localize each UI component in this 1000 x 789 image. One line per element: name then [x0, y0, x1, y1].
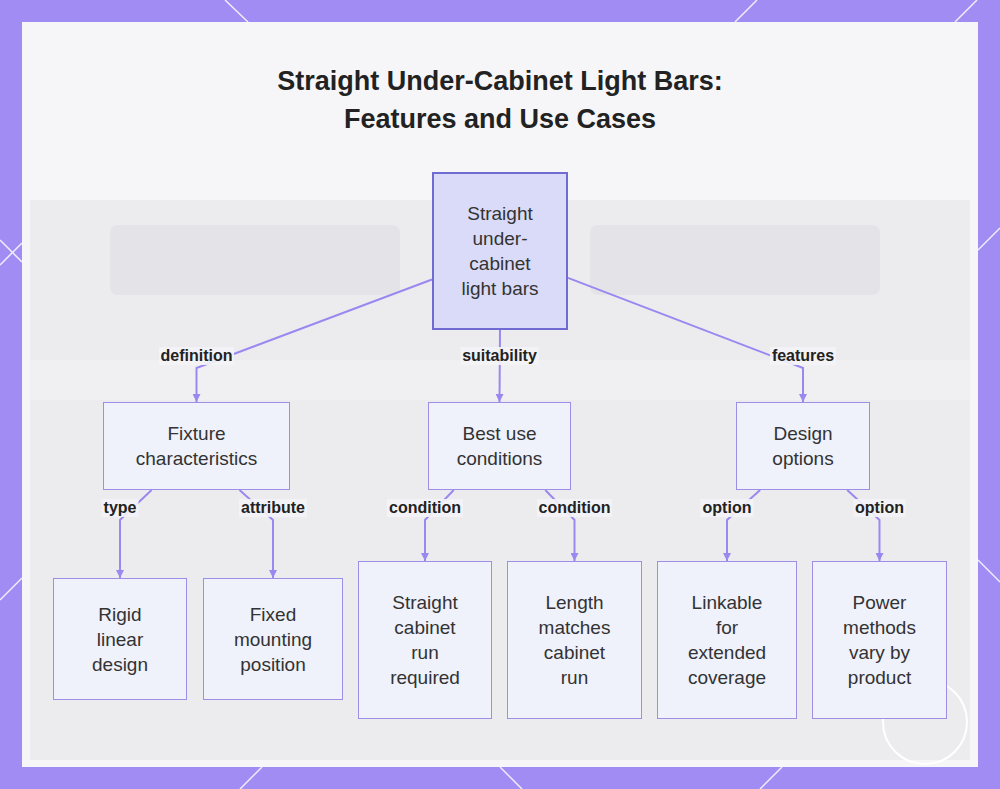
node-label: Rigid linear design — [80, 602, 160, 677]
faded-photo — [590, 225, 880, 295]
edge-label: definition — [159, 347, 235, 365]
edge-label: features — [770, 347, 836, 365]
concept-box: Power methods vary by product — [812, 561, 947, 719]
diagram-title: Straight Under-Cabinet Light Bars: Featu… — [220, 62, 780, 138]
node-label: Fixture characteristics — [117, 421, 277, 471]
node-label: Best use conditions — [445, 421, 555, 471]
node-label: Length matches cabinet run — [530, 590, 620, 690]
faded-photo — [30, 200, 970, 760]
node-label: Fixed mounting position — [223, 602, 323, 677]
concept-box: Fixture characteristics — [103, 402, 290, 490]
concept-box: Linkable for extended coverage — [657, 561, 797, 719]
node-label: Straight cabinet run required — [380, 590, 470, 690]
concept-box: Straight cabinet run required — [358, 561, 492, 719]
edge-label: option — [853, 499, 906, 517]
node-label: Straight under-cabinet light bars — [450, 201, 550, 301]
edge-label: condition — [387, 499, 463, 517]
edge-label: attribute — [239, 499, 307, 517]
connector — [568, 278, 803, 402]
edge-label: condition — [537, 499, 613, 517]
root-box: Straight under-cabinet light bars — [432, 172, 568, 330]
connector — [197, 279, 433, 402]
concept-box: Rigid linear design — [53, 578, 187, 700]
edge-label: option — [701, 499, 754, 517]
edge-label: suitability — [460, 347, 539, 365]
concept-box: Fixed mounting position — [203, 578, 343, 700]
edge-label: type — [102, 499, 139, 517]
node-label: Design options — [753, 421, 853, 471]
concept-box: Best use conditions — [428, 402, 571, 490]
concept-box: Length matches cabinet run — [507, 561, 642, 719]
concept-box: Design options — [736, 402, 870, 490]
node-label: Linkable for extended coverage — [682, 590, 772, 690]
panel — [22, 22, 978, 767]
connector — [499, 330, 502, 402]
node-label: Power methods vary by product — [835, 590, 925, 690]
faded-photo — [110, 225, 400, 295]
